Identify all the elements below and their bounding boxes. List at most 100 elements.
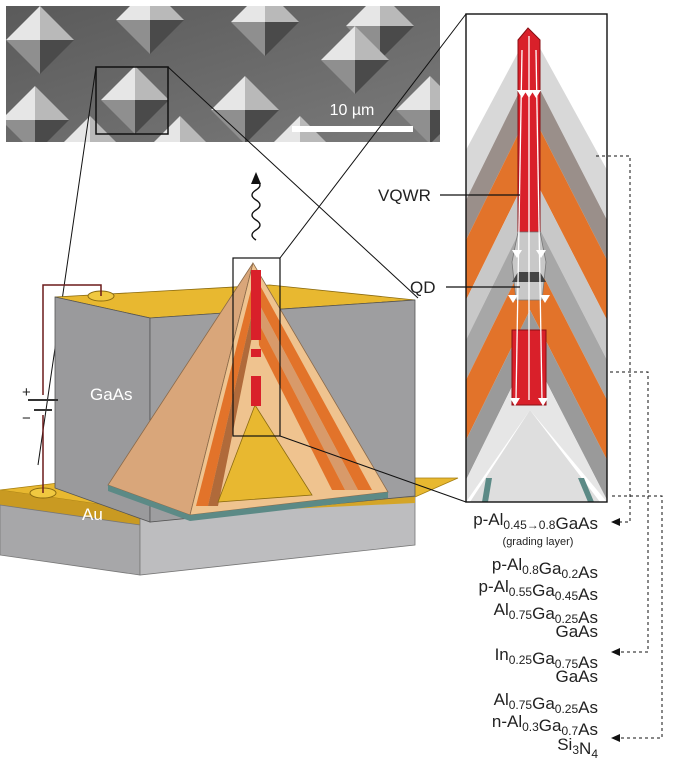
qd-label: QD — [410, 278, 436, 297]
photon-wave-icon — [251, 178, 261, 241]
flow-line-left — [515, 49, 523, 401]
shell-grey-right — [530, 70, 607, 260]
flow-arrow-8-icon — [510, 398, 520, 406]
layer-stripe-3 — [257, 300, 358, 490]
shell-orange2-right — [530, 250, 607, 460]
sem-pyramid-face — [135, 66, 169, 100]
flow-arrow-4-icon — [512, 250, 522, 258]
shell-outer-left — [466, 30, 530, 200]
base-teal-left — [482, 478, 492, 502]
stack-layer-1: p-Al0.45→0.8GaAs — [473, 510, 598, 533]
shell-mid-right — [530, 210, 607, 400]
sem-pyramid-face — [430, 76, 440, 110]
stack-layer-2: p-Al0.8Ga0.2As — [492, 555, 598, 582]
shell-orange-left — [466, 110, 530, 300]
sem-pyramid-face — [101, 100, 135, 134]
sem-pyramid-face — [146, 150, 180, 184]
minus-sign: − — [22, 410, 31, 427]
sem-pyramid-face — [116, 6, 150, 20]
sem-pyramid-face — [231, 22, 265, 56]
sem-pyramid-face — [274, 116, 300, 142]
sem-pyramid-face — [430, 110, 440, 142]
sem-image: 10 µm — [6, 6, 440, 184]
stack-layer-1-note: (grading layer) — [503, 536, 574, 548]
flow-arrow-7-icon — [540, 295, 550, 303]
sem-pyramid-face — [380, 26, 414, 60]
flow-line-right — [535, 49, 543, 401]
shell-light-right — [530, 170, 607, 360]
sem-pyramid-face — [150, 20, 184, 54]
layer-stripe-5 — [208, 300, 255, 506]
shell-grey-left — [466, 70, 530, 240]
base-teal-right — [578, 478, 594, 502]
sem-pyramid-face — [64, 116, 90, 142]
zoom-panel: VQWR QD — [378, 13, 608, 503]
sem-pyramid-face — [355, 26, 389, 60]
au-label: Au — [82, 505, 103, 524]
sem-pyramid-face — [380, 6, 414, 26]
flow-arrow-1-icon — [517, 90, 527, 98]
zoom-line-lower — [279, 435, 467, 503]
sem-pyramid-face — [245, 76, 279, 110]
device-3d: + − GaAs Au — [0, 172, 459, 576]
sem-pyramid-face — [154, 116, 180, 142]
sem-pyramid-face — [56, 150, 90, 184]
shell-outer-right — [530, 30, 607, 220]
sem-pyramid-face — [35, 86, 69, 120]
sem-pyramid-face — [180, 116, 206, 142]
sem-pyramid-face — [90, 150, 124, 184]
core-region — [470, 410, 600, 502]
flow-arrow-9-icon — [538, 398, 548, 406]
stack-layer-10: Si3N4 — [557, 735, 598, 761]
pyramid-core — [217, 404, 313, 503]
zoom-line-upper — [279, 13, 467, 259]
sem-pyramid-face — [116, 20, 150, 54]
sem-pyramid-face — [211, 110, 245, 142]
layer-stripe-1 — [196, 278, 255, 506]
sem-pyramid-face — [6, 6, 40, 40]
shell-light-left — [466, 170, 530, 340]
gaas-label: GaAs — [90, 385, 133, 404]
stack-layer-4: Al0.75Ga0.25As — [494, 600, 598, 627]
circuit-wire — [42, 284, 102, 493]
sem-pyramid-face — [40, 40, 74, 74]
sem-pyramid-face — [231, 6, 265, 22]
sem-pyramid-face — [321, 26, 355, 60]
layer-stripe-2 — [256, 278, 372, 490]
stack-layer-6: In0.25Ga0.75As — [495, 645, 598, 672]
wire-segment-3 — [251, 376, 261, 406]
sem-pyramid-face — [245, 110, 279, 142]
stack-layer-5: GaAs — [555, 622, 598, 641]
sem-pyramid-face — [396, 76, 430, 110]
callout-arrow-2-icon — [611, 648, 620, 656]
sem-pyramid-face — [321, 60, 355, 94]
flow-arrow-3-icon — [531, 90, 541, 98]
callout-lines — [596, 155, 663, 739]
callout-arrow-1-icon — [611, 518, 620, 526]
shell-orange-right — [530, 110, 607, 320]
sem-pyramid-face — [135, 100, 169, 134]
shell-grey2-right — [530, 310, 607, 500]
sem-highlight-box — [95, 66, 169, 135]
sem-pyramid-face — [40, 6, 74, 40]
shell-white-right — [530, 350, 607, 502]
sem-pyramid-face — [300, 150, 334, 184]
flow-arrow-2-icon — [524, 90, 534, 98]
stack-layer-7: GaAs — [555, 667, 598, 686]
pyramid-highlight-box — [232, 257, 281, 437]
photon-arrow-icon — [251, 172, 261, 184]
stack-layer-9: n-Al0.3Ga0.7As — [492, 712, 598, 739]
sem-pyramid-face — [150, 6, 184, 20]
vqwr-label: VQWR — [378, 186, 431, 205]
sem-pyramid-face — [35, 120, 69, 142]
sem-pyramid-face — [6, 86, 35, 120]
sem-pyramid-face — [265, 6, 299, 22]
pyramid-base-strip — [108, 485, 388, 521]
sem-pyramid-face — [180, 150, 214, 184]
sem-pyramid-face — [355, 60, 389, 94]
callout-arrow-3-icon — [611, 734, 620, 742]
flow-arrow-6-icon — [508, 295, 518, 303]
wire-segment-1 — [251, 270, 261, 340]
scale-bar — [292, 126, 413, 132]
